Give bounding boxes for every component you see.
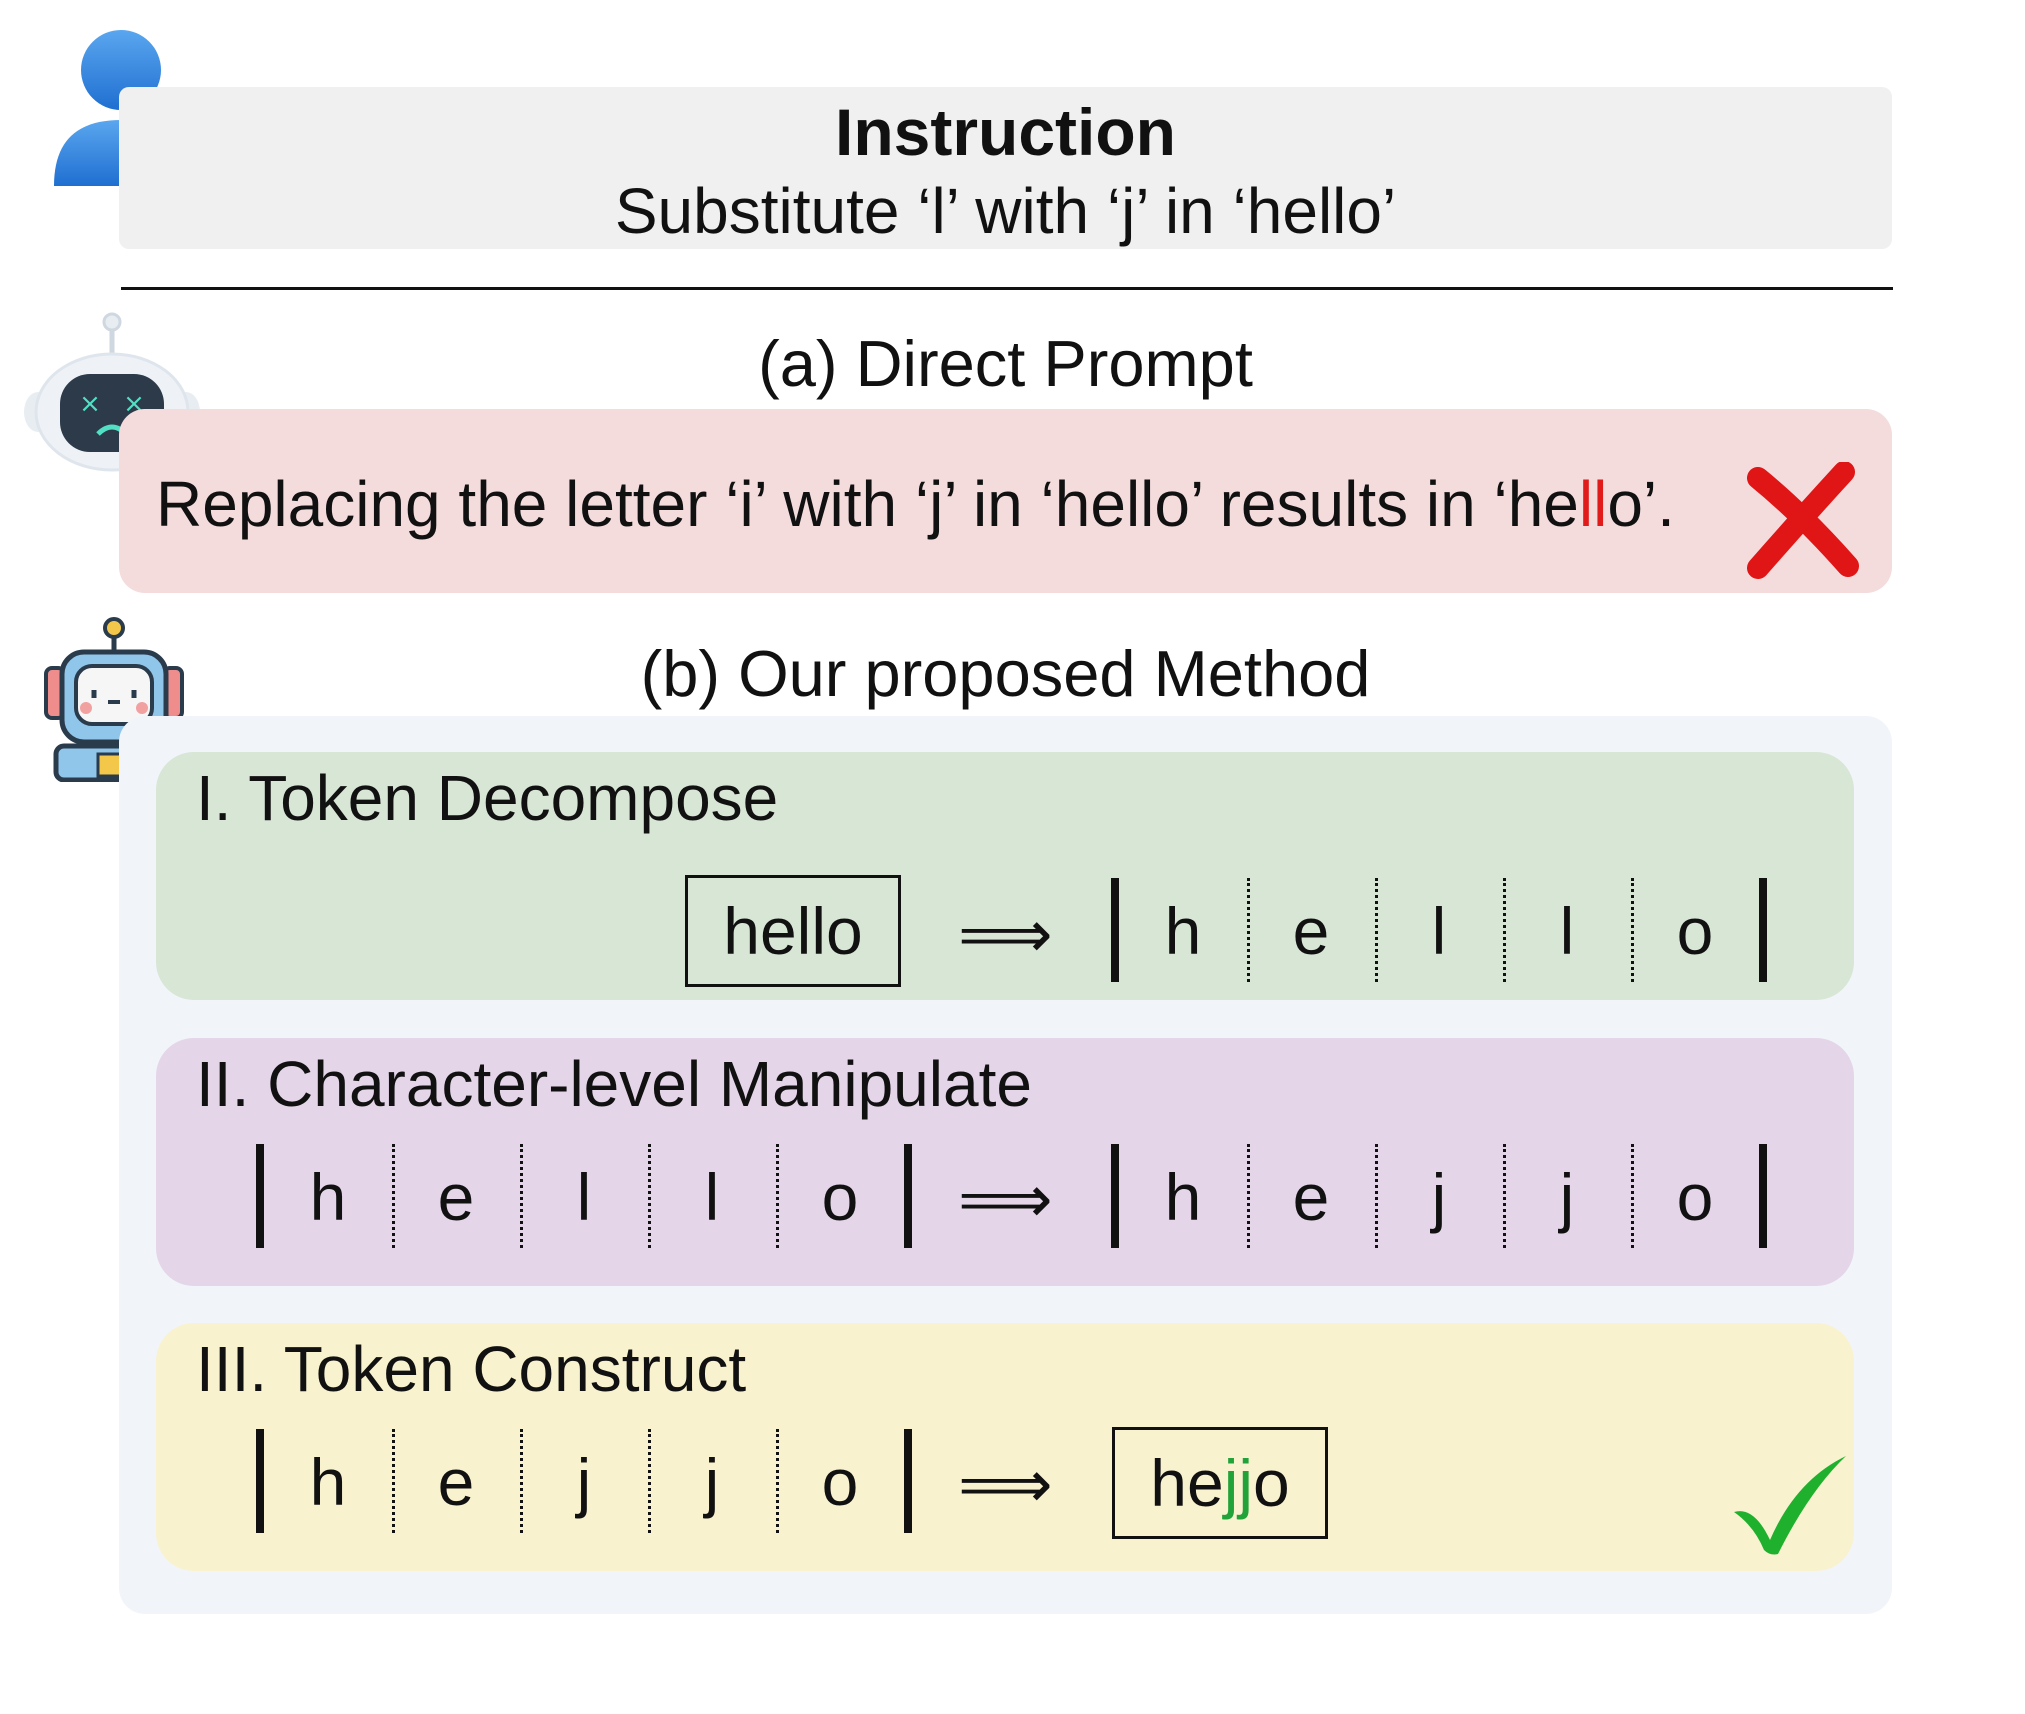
char-cell: h	[1164, 1160, 1202, 1234]
char-cell: l	[576, 1160, 592, 1234]
char-cell: e	[1292, 894, 1330, 968]
strip-left-boundary	[1111, 878, 1119, 982]
char-separator	[392, 1429, 395, 1533]
answer-wrong-letters: ll	[1578, 468, 1608, 540]
answer-text-after: o’.	[1607, 468, 1675, 540]
char-separator	[1247, 1144, 1250, 1248]
answer-text-before: Replacing the letter ‘i’ with ‘j’ in ‘he…	[156, 468, 1579, 540]
char-separator	[392, 1144, 395, 1248]
char-cell: o	[1676, 1160, 1714, 1234]
char-separator	[1503, 1144, 1506, 1248]
step2-title: II. Character-level Manipulate	[196, 1048, 1032, 1120]
char-cell: h	[309, 1445, 347, 1519]
step-character-manipulate	[156, 1038, 1854, 1286]
char-cell: j	[704, 1445, 720, 1519]
instruction-box	[119, 87, 1892, 249]
step-token-construct	[156, 1323, 1854, 1571]
char-separator	[1375, 878, 1378, 982]
step2-arrow: ⟹	[958, 1162, 1053, 1236]
char-cell: l	[704, 1160, 720, 1234]
strip-right-boundary	[1759, 1144, 1767, 1248]
char-cell: o	[821, 1445, 859, 1519]
step1-title: I. Token Decompose	[196, 762, 779, 834]
char-cell: h	[1164, 894, 1202, 968]
char-cell: e	[1292, 1160, 1330, 1234]
char-cell: e	[437, 1160, 475, 1234]
char-separator	[520, 1144, 523, 1248]
direct-prompt-heading: (a) Direct Prompt	[758, 327, 1253, 400]
step1-input-word: hello	[685, 875, 901, 987]
char-separator	[776, 1144, 779, 1248]
instruction-text: Substitute ‘l’ with ‘j’ in ‘hello’	[614, 175, 1397, 247]
strip-left-boundary	[256, 1429, 264, 1533]
strip-right-boundary	[904, 1144, 912, 1248]
divider	[121, 287, 1893, 290]
char-cell: j	[1559, 1160, 1575, 1234]
char-cell: o	[821, 1160, 859, 1234]
char-cell: l	[1431, 894, 1447, 968]
step3-title: III. Token Construct	[196, 1333, 747, 1405]
method-heading: (b) Our proposed Method	[640, 637, 1371, 710]
strip-left-boundary	[1111, 1144, 1119, 1248]
output-replaced-letters: jj	[1223, 1446, 1254, 1520]
instruction-title: Instruction	[835, 95, 1176, 169]
step3-arrow: ⟹	[958, 1447, 1053, 1521]
char-cell: h	[309, 1160, 347, 1234]
char-cell: l	[1559, 894, 1575, 968]
char-cell: e	[437, 1445, 475, 1519]
char-separator	[1503, 878, 1506, 982]
char-separator	[1631, 1144, 1634, 1248]
char-separator	[776, 1429, 779, 1533]
char-separator	[648, 1144, 651, 1248]
cross-mark-icon	[1744, 462, 1860, 580]
char-cell: j	[1431, 1160, 1447, 1234]
strip-right-boundary	[1759, 878, 1767, 982]
char-separator	[1375, 1144, 1378, 1248]
char-separator	[648, 1429, 651, 1533]
step1-arrow: ⟹	[958, 897, 1053, 971]
check-mark-icon	[1728, 1450, 1852, 1560]
char-separator	[1247, 878, 1250, 982]
char-cell: j	[576, 1445, 592, 1519]
strip-left-boundary	[256, 1144, 264, 1248]
char-separator	[1631, 878, 1634, 982]
output-prefix: he	[1150, 1446, 1224, 1520]
char-cell: o	[1676, 894, 1714, 968]
output-suffix: o	[1253, 1446, 1290, 1520]
direct-prompt-answer: Replacing the letter ‘i’ with ‘j’ in ‘he…	[156, 468, 1675, 540]
direct-prompt-box	[119, 409, 1892, 593]
strip-right-boundary	[904, 1429, 912, 1533]
step-token-decompose	[156, 752, 1854, 1000]
char-separator	[520, 1429, 523, 1533]
svg-text:×: ×	[79, 389, 101, 419]
